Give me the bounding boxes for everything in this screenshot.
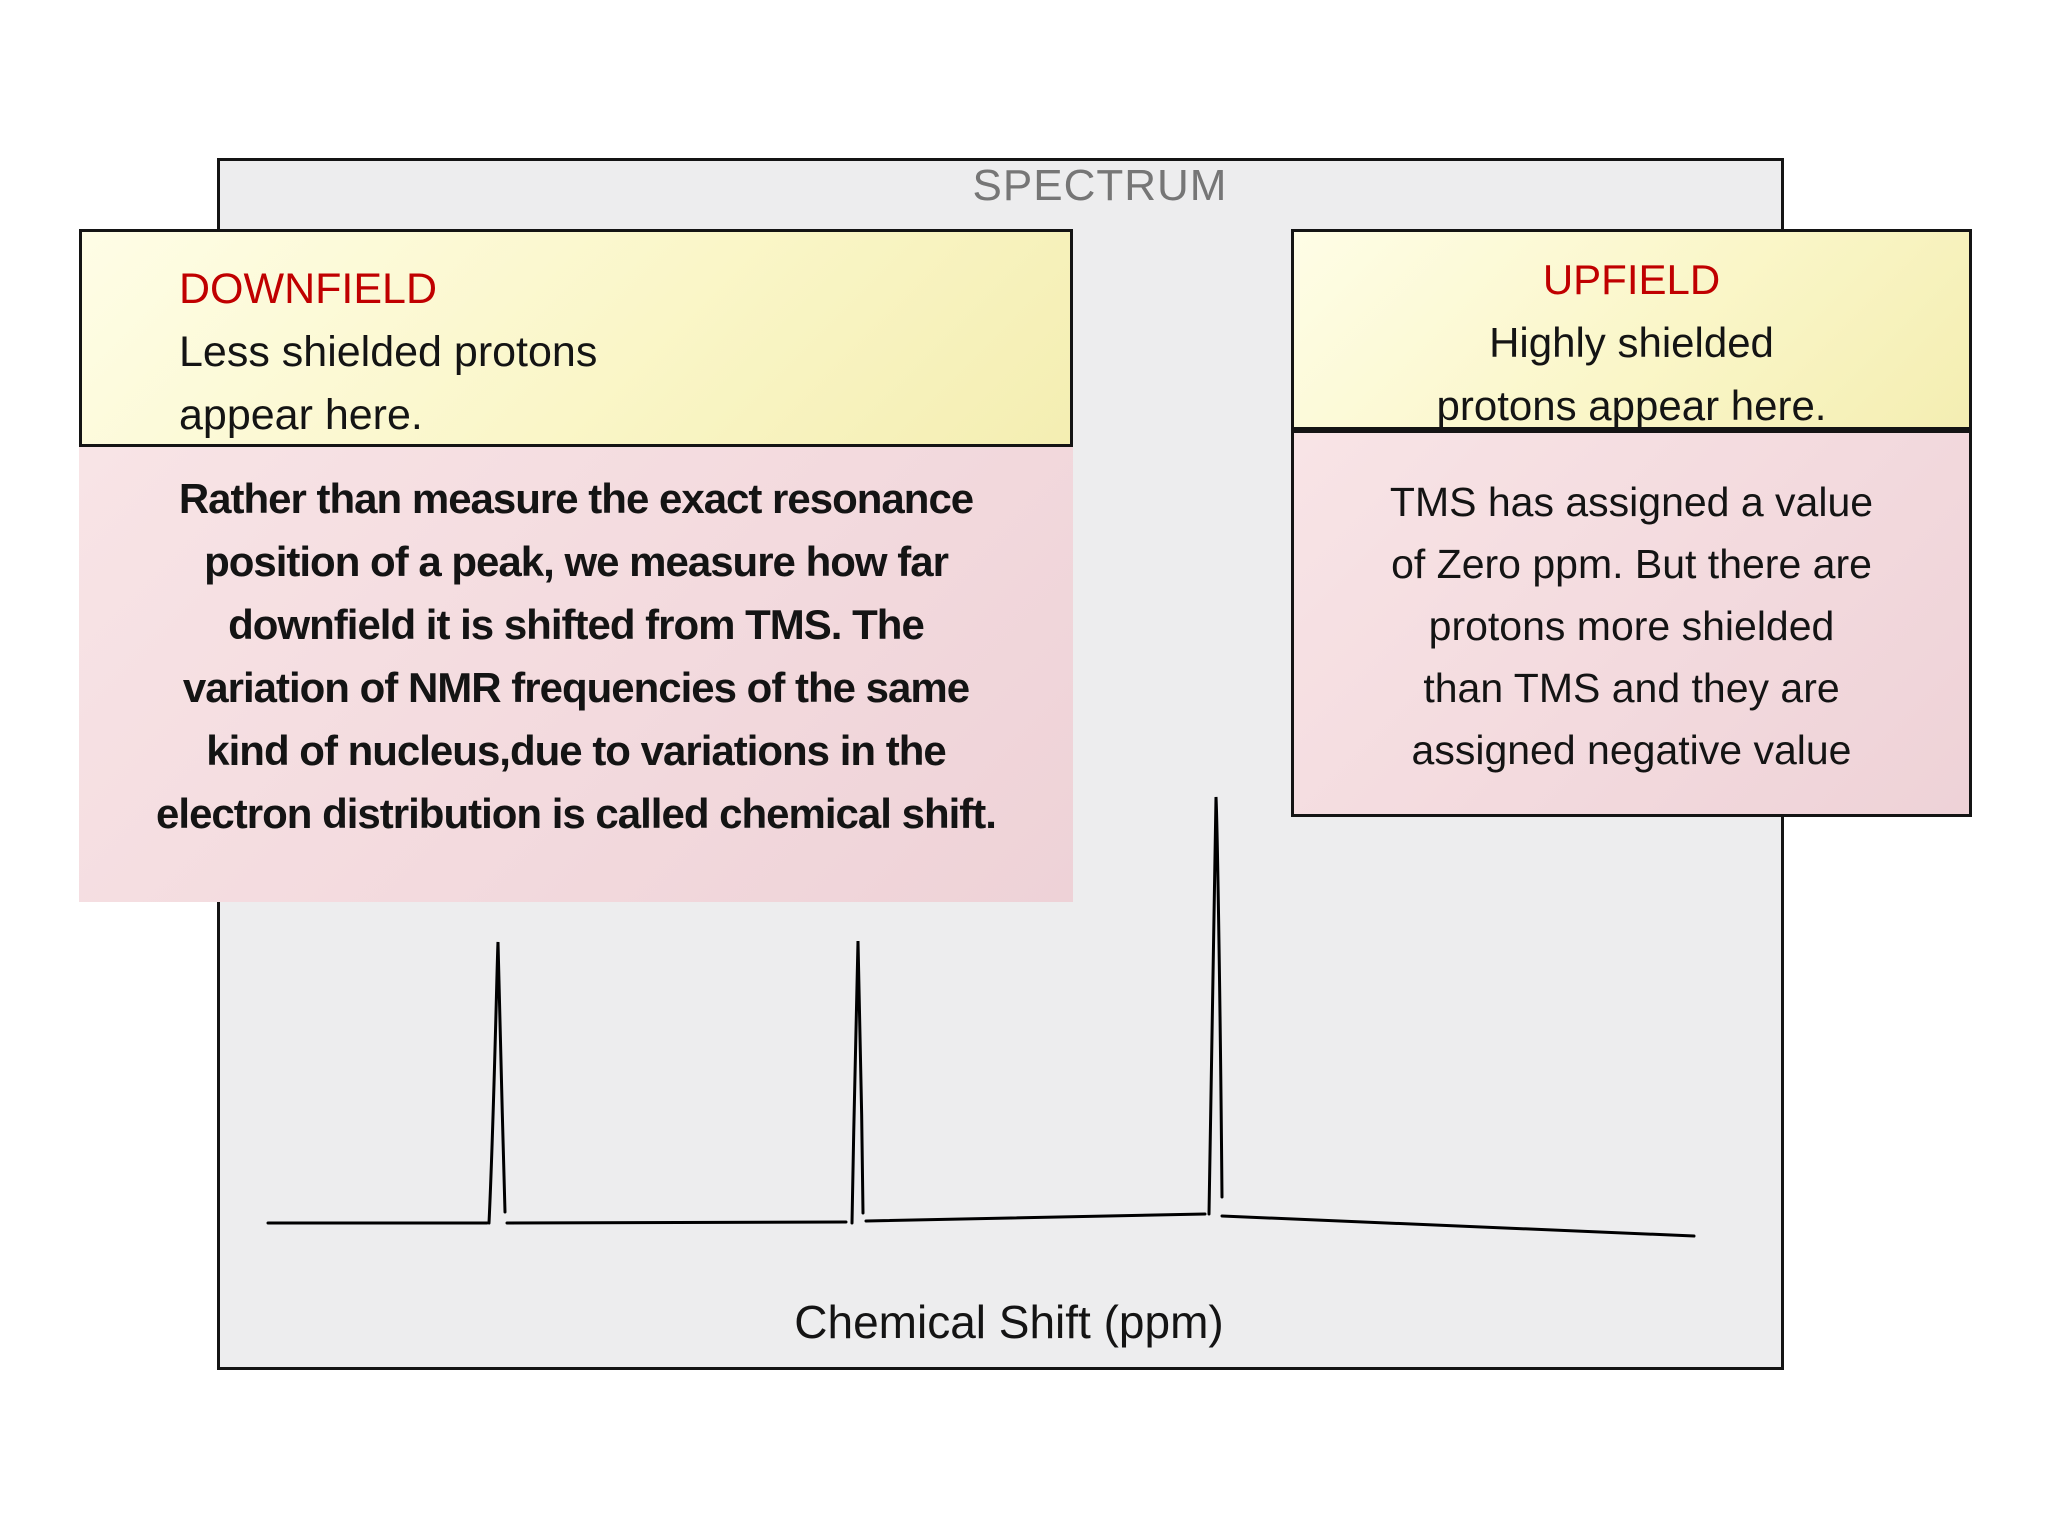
note-line: downfield it is shifted from TMS. The — [228, 601, 925, 648]
downfield-line: Less shielded protons — [179, 328, 598, 376]
upfield-heading: UPFIELD — [1542, 256, 1721, 303]
note-line: than TMS and they are — [1423, 665, 1840, 711]
downfield-box: DOWNFIELD Less shielded protons appear h… — [79, 229, 1073, 447]
note-line: variation of NMR frequencies of the same — [182, 664, 970, 711]
x-axis-label: Chemical Shift (ppm) — [794, 1296, 1224, 1348]
note-line: position of a peak, we measure how far — [204, 538, 949, 585]
downfield-heading: DOWNFIELD — [179, 265, 437, 313]
upfield-line: Highly shielded — [1489, 319, 1774, 366]
note-line: assigned negative value — [1411, 727, 1852, 773]
upfield-box: UPFIELD Highly shielded protons appear h… — [1291, 229, 1972, 430]
note-line: protons more shielded — [1428, 603, 1835, 649]
note-line: TMS has assigned a value — [1389, 479, 1874, 525]
note-line: electron distribution is called chemical… — [156, 790, 997, 837]
note-line: Rather than measure the exact resonance — [178, 475, 974, 522]
chemical-shift-note-box: Rather than measure the exact resonance … — [79, 447, 1073, 902]
downfield-line: appear here. — [179, 391, 423, 439]
note-line: of Zero ppm. But there are — [1391, 541, 1872, 587]
spectrum-panel-title: SPECTRUM — [972, 161, 1228, 210]
upfield-line: protons appear here. — [1436, 382, 1827, 429]
note-line: kind of nucleus,due to variations in the — [206, 727, 946, 774]
tms-note-box: TMS has assigned a value of Zero ppm. Bu… — [1291, 430, 1972, 817]
